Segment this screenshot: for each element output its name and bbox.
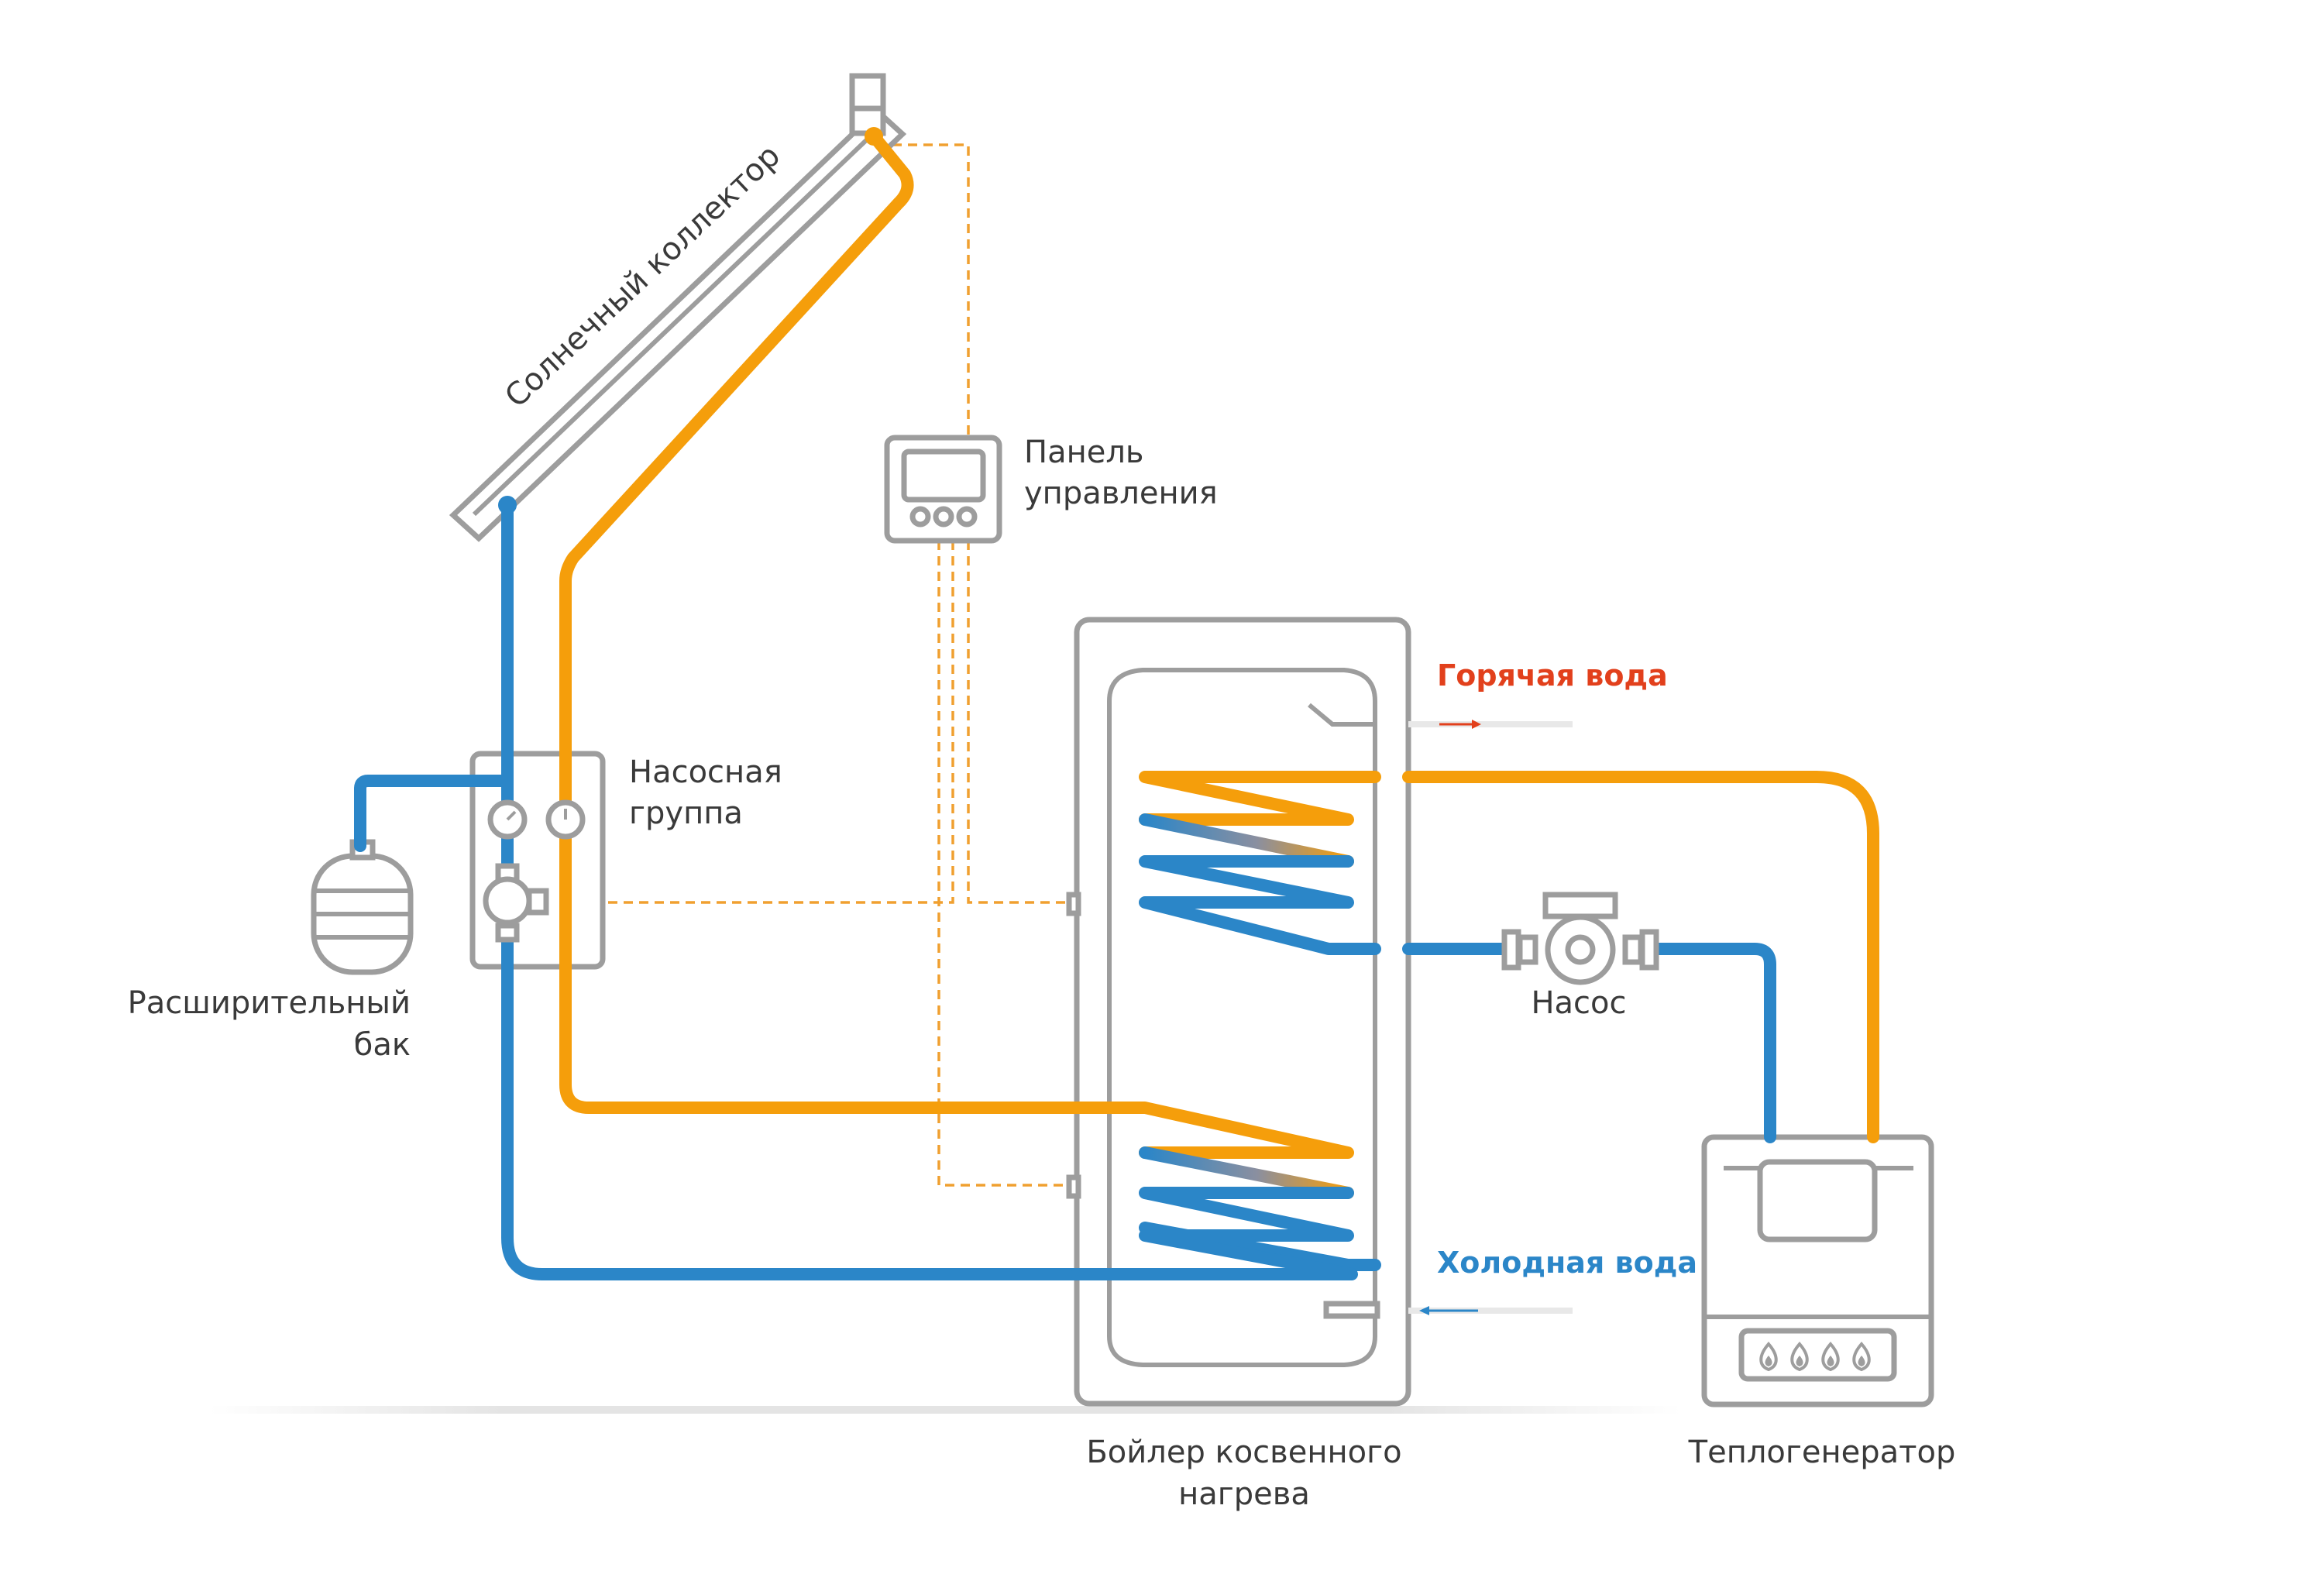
control-panel-label-line2: управления xyxy=(1024,476,1218,511)
circulation-pump xyxy=(1501,892,1659,985)
pump-group-fittings xyxy=(483,799,586,943)
cold-water-label: Холодная вода xyxy=(1437,1246,1697,1280)
collector-cold-node xyxy=(498,496,517,514)
hot-pipes xyxy=(559,130,1879,1159)
expansion-tank-label-line1: Расширительный xyxy=(128,985,411,1021)
upper-coil xyxy=(1139,771,1381,955)
hot-water-output xyxy=(1408,720,1573,729)
expansion-tank xyxy=(311,839,414,975)
pump-group-label-line1: Насосная xyxy=(629,754,782,790)
boiler-label-line1: Бойлер косвенного xyxy=(1086,1435,1401,1470)
hot-water-label: Горячая вода xyxy=(1437,658,1668,693)
control-panel xyxy=(884,435,1002,544)
flame-core-icon xyxy=(1827,1356,1834,1366)
flame-core-icon xyxy=(1796,1356,1803,1366)
heat-generator xyxy=(1701,1134,1934,1407)
control-wires xyxy=(558,143,1075,1187)
solar-collector xyxy=(449,73,907,542)
cold-water-input xyxy=(1408,1306,1573,1315)
expansion-tank-label-line2: бак xyxy=(354,1027,411,1063)
pump-label: Насос xyxy=(1531,985,1626,1021)
floor-line xyxy=(209,1406,1681,1414)
lower-coil xyxy=(1071,1146,1358,1280)
pump-group-pump-icon xyxy=(483,876,532,926)
burner-flames xyxy=(1759,1341,1871,1372)
heat-generator-label: Теплогенератор xyxy=(1688,1435,1956,1470)
pump-group-label-line2: группа xyxy=(629,796,743,831)
control-panel-label-line1: Панель xyxy=(1024,435,1144,470)
flame-core-icon xyxy=(1858,1356,1865,1366)
boiler-label-line2: нагрева xyxy=(1178,1476,1310,1512)
collector-hot-node xyxy=(865,127,883,146)
flame-core-icon xyxy=(1765,1356,1772,1366)
boiler-tank xyxy=(1066,617,1411,1407)
cold-pipes xyxy=(354,499,1776,1280)
